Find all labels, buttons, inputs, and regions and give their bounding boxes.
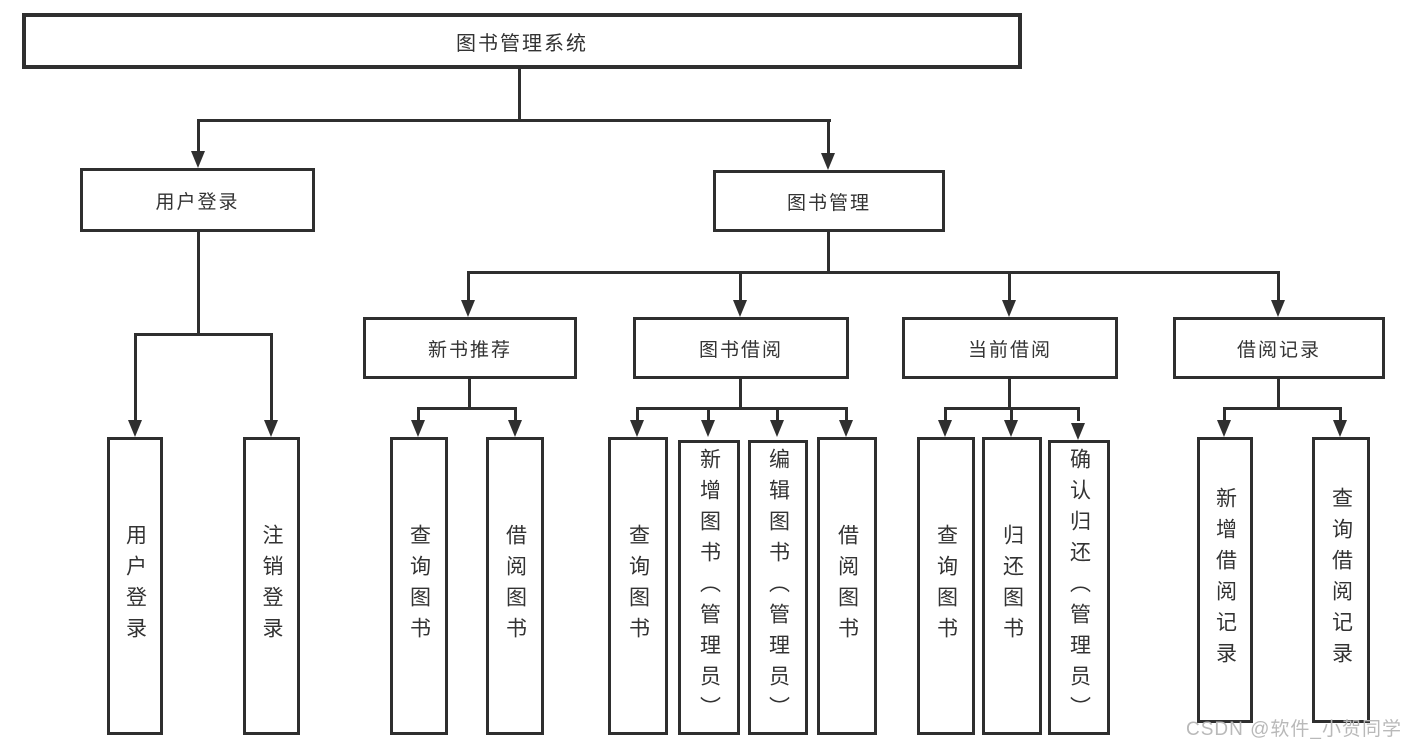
leaf-label: 查询图书	[626, 524, 650, 648]
leaf-label: 新增图书（管理员）	[697, 448, 721, 727]
arrow-down-icon	[1004, 420, 1018, 437]
node-label: 图书借阅	[698, 339, 783, 361]
connector-to-user-login	[197, 119, 200, 152]
arrow-down-icon	[1271, 300, 1285, 317]
connector-recommend-stub	[468, 379, 471, 410]
connector-book-mgmt-stub	[827, 232, 830, 274]
node-book-management: 图书管理	[713, 170, 945, 232]
connector-to-leaf	[1077, 407, 1080, 421]
node-label: 图书管理	[786, 192, 871, 214]
node-label: 图书管理系统	[456, 32, 588, 55]
leaf-label: 借阅图书	[503, 524, 527, 648]
arrow-down-icon	[508, 420, 522, 437]
connector-user-login-rail	[134, 333, 273, 336]
connector-borrowing-stub	[739, 379, 742, 410]
node-book-borrowing: 图书借阅	[633, 317, 849, 379]
arrow-down-icon	[733, 300, 747, 317]
connector-to-current	[1008, 271, 1011, 301]
leaf-logout-login: 注销登录	[243, 437, 300, 735]
leaf-records-add-borrow-record: 新增借阅记录	[1197, 437, 1253, 723]
leaf-records-query-borrow-record: 查询借阅记录	[1312, 437, 1370, 723]
leaf-label: 编辑图书（管理员）	[766, 448, 790, 727]
arrow-down-icon	[839, 420, 853, 437]
connector-to-book-management	[827, 119, 830, 154]
arrow-down-icon	[701, 420, 715, 437]
leaf-current-return-books: 归还图书	[982, 437, 1042, 735]
node-label: 当前借阅	[967, 339, 1052, 361]
arrow-down-icon	[264, 420, 278, 437]
leaf-borrowing-borrow-books: 借阅图书	[817, 437, 877, 735]
arrow-down-icon	[770, 420, 784, 437]
connector-to-records	[1277, 271, 1280, 301]
node-new-book-recommendation: 新书推荐	[363, 317, 577, 379]
arrow-down-icon	[461, 300, 475, 317]
connector-to-recommend	[467, 271, 470, 301]
connector-to-leaf	[707, 407, 710, 421]
leaf-label: 新增借阅记录	[1213, 487, 1237, 673]
arrow-down-icon	[630, 420, 644, 437]
node-library-management-system: 图书管理系统	[22, 13, 1022, 69]
arrow-down-icon	[128, 420, 142, 437]
leaf-borrowing-add-books-admin: 新增图书（管理员）	[678, 440, 740, 735]
connector-records-stub	[1277, 379, 1280, 410]
connector-to-leaf-logout	[270, 333, 273, 421]
node-label: 借阅记录	[1236, 339, 1321, 361]
csdn-watermark: CSDN @软件_小贺同学	[1186, 719, 1402, 740]
connector-to-borrowing	[739, 271, 742, 301]
leaf-current-confirm-return-admin: 确认归还（管理员）	[1048, 440, 1110, 735]
leaf-label: 注销登录	[260, 524, 283, 648]
connector-level2-rail	[197, 119, 831, 122]
node-label: 新书推荐	[427, 339, 512, 361]
connector-to-leaf-user-login	[134, 333, 137, 421]
connector-current-stub	[1008, 379, 1011, 410]
leaf-label: 查询图书	[407, 524, 431, 648]
connector-to-leaf	[776, 407, 779, 421]
connector-to-leaf	[417, 407, 420, 421]
leaf-user-login: 用户登录	[107, 437, 163, 735]
node-user-login: 用户登录	[80, 168, 315, 232]
leaf-label: 查询图书	[934, 524, 958, 648]
leaf-label: 归还图书	[1000, 524, 1024, 648]
arrow-down-icon	[1071, 423, 1085, 440]
connector-to-leaf	[1223, 407, 1226, 421]
node-borrowing-records: 借阅记录	[1173, 317, 1385, 379]
connector-level3-rail	[467, 271, 1280, 274]
connector-recommend-rail	[417, 407, 517, 410]
connector-to-leaf	[944, 407, 947, 421]
leaf-label: 借阅图书	[835, 524, 859, 648]
connector-to-leaf	[1010, 407, 1013, 421]
connector-root-stub	[518, 69, 521, 121]
leaf-label: 用户登录	[123, 524, 147, 648]
connector-records-rail	[1223, 407, 1341, 410]
arrow-down-icon	[1333, 420, 1347, 437]
leaf-recommend-borrow-books: 借阅图书	[486, 437, 544, 735]
connector-user-login-stub	[197, 232, 200, 336]
connector-to-leaf	[1339, 407, 1342, 421]
connector-to-leaf	[636, 407, 639, 421]
leaf-recommend-query-books: 查询图书	[390, 437, 448, 735]
arrow-down-icon	[191, 151, 205, 168]
arrow-down-icon	[821, 153, 835, 170]
connector-to-leaf	[845, 407, 848, 421]
leaf-label: 确认归还（管理员）	[1067, 448, 1091, 727]
leaf-borrowing-query-books: 查询图书	[608, 437, 668, 735]
leaf-current-query-books: 查询图书	[917, 437, 975, 735]
connector-borrowing-rail	[636, 407, 847, 410]
arrow-down-icon	[1217, 420, 1231, 437]
arrow-down-icon	[1002, 300, 1016, 317]
leaf-label: 查询借阅记录	[1329, 487, 1353, 673]
arrow-down-icon	[411, 420, 425, 437]
arrow-down-icon	[938, 420, 952, 437]
node-label: 用户登录	[155, 191, 240, 213]
connector-to-leaf	[514, 407, 517, 421]
node-current-borrowing: 当前借阅	[902, 317, 1118, 379]
leaf-borrowing-edit-books-admin: 编辑图书（管理员）	[748, 440, 808, 735]
